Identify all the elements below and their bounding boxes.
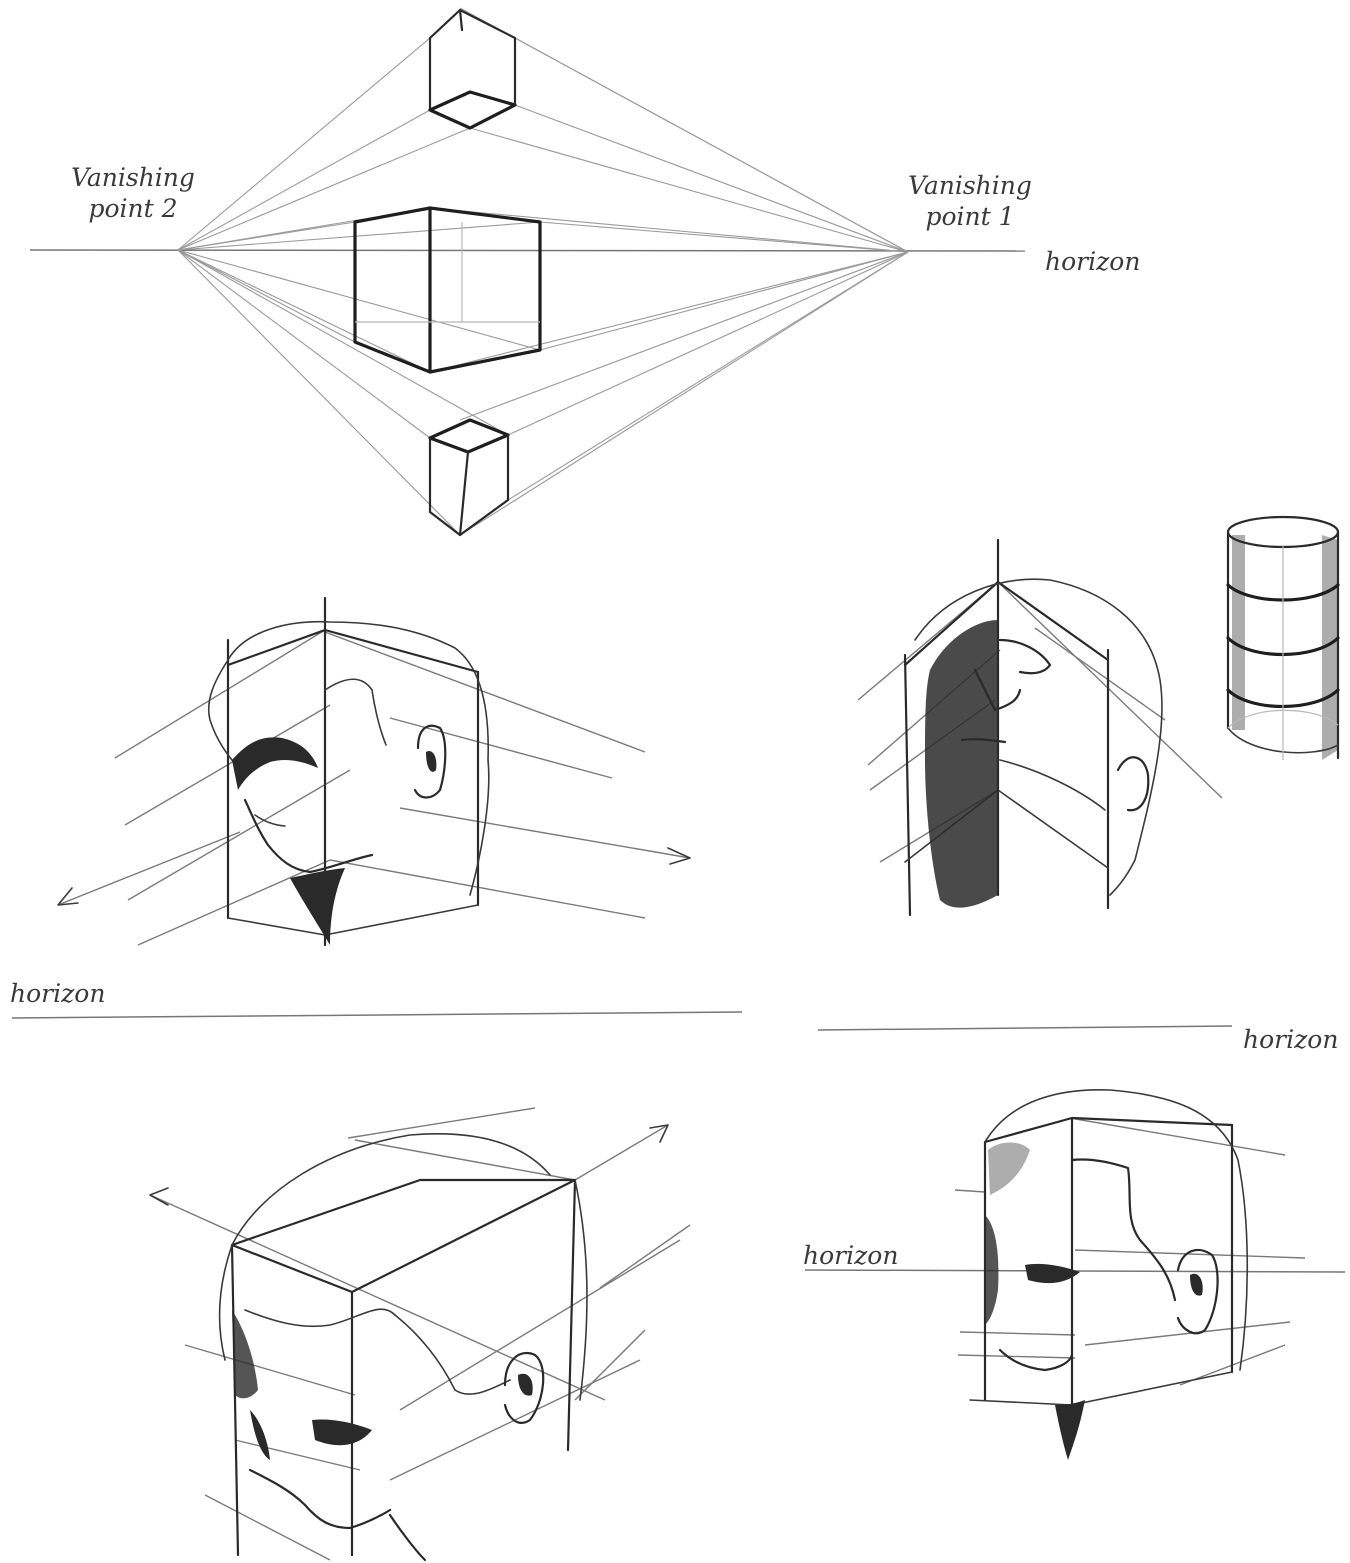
vp2-guide-lines [178,38,540,535]
cube-above-horizon [430,10,515,128]
vp1-guide-lines [430,8,908,535]
horizon-line-mid-right [818,1026,1232,1030]
vp1-label-line1: Vanishing [895,170,1045,201]
cube-on-horizon [355,208,540,372]
cube-below-horizon [430,420,508,535]
head-eye-level-view [805,1090,1345,1460]
vanishing-point-1-label: Vanishing point 1 [895,170,1045,233]
horizon-label-top: horizon [1045,246,1140,277]
head-upward-view [858,540,1222,915]
horizon-label-bottom-right: horizon [803,1240,898,1271]
two-point-perspective-panel [30,8,1025,535]
vanishing-point-2-label: Vanishing point 2 [58,162,208,225]
horizon-line-mid-left [12,1012,742,1018]
horizon-label-mid-right: horizon [1243,1024,1338,1055]
horizon-label-mid-left: horizon [10,978,105,1009]
vp2-label-line1: Vanishing [58,162,208,193]
cylinder-sketch [1228,517,1338,760]
head-three-quarter-view [58,598,690,945]
vp2-label-line2: point 2 [58,193,208,224]
head-top-down-view [150,1108,690,1560]
vp1-label-line2: point 1 [895,201,1045,232]
